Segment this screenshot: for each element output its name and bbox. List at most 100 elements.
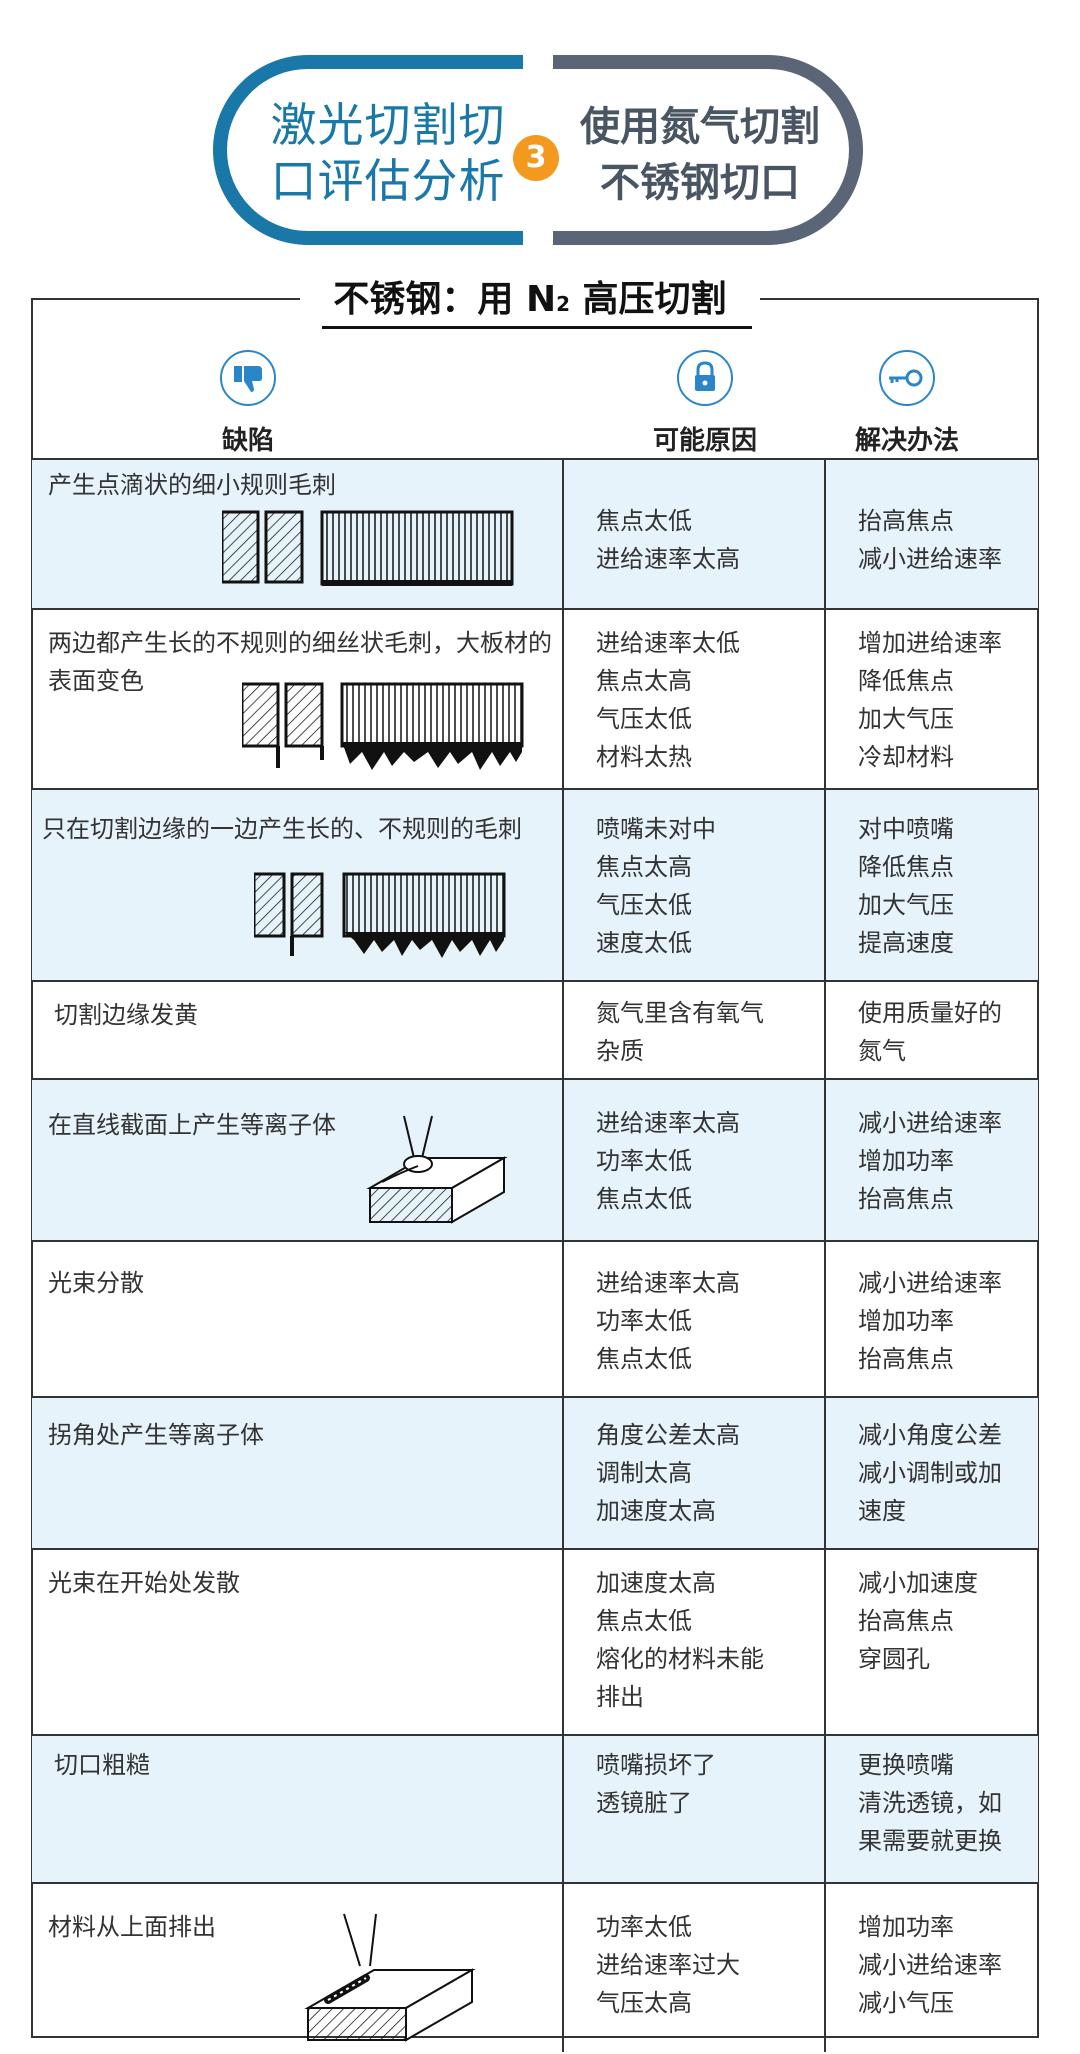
solutions-list: 使用质量好的 氮气	[858, 994, 1032, 1070]
table-row: 光束分散 进给速率太高 功率太低 焦点太低 减小进给速率 增加功率 抬高焦点	[32, 1240, 1038, 1396]
solutions-cell: 增加进给速率 降低焦点 加大气压 冷却材料	[824, 610, 1038, 788]
defect-cell: 光束在开始处发散	[32, 1550, 562, 1734]
table-title-prefix: 不锈钢：用 N	[333, 279, 557, 320]
header-title-right-line1: 使用氮气切割	[580, 104, 820, 150]
defect-cell: 光束分散	[32, 1242, 562, 1396]
cause-item: 焦点太高	[596, 853, 692, 881]
header-title-right: 使用氮气切割 不锈钢切口	[575, 99, 825, 211]
table-row: 材料从上面排出 功率太低 进给速率过大 气压太高 增加功率 减小进给速率	[32, 1882, 1038, 2052]
plasma-straight-cut-illustration	[366, 1115, 508, 1224]
defect-text: 拐角处产生等离子体	[48, 1421, 264, 1449]
header-title-left-line1: 激光切割切	[270, 98, 506, 152]
defect-text: 切割边缘发黄	[54, 1001, 198, 1029]
solutions-cell: 减小进给速率 增加功率 抬高焦点	[824, 1080, 1038, 1240]
header-right-frame	[553, 55, 863, 245]
solutions-cell: 减小进给速率 增加功率 抬高焦点	[824, 1242, 1038, 1396]
solutions-cell: 更换喷嘴 清洗透镜，如 果需要就更换	[824, 1736, 1038, 1882]
solution-item: 果需要就更换	[858, 1827, 1002, 1855]
cause-item: 焦点太高	[596, 667, 692, 695]
cause-item: 进给速率过大	[596, 1951, 740, 1979]
solution-item: 减小加速度	[858, 1569, 978, 1597]
cause-item: 气压太低	[596, 705, 692, 733]
causes-list: 氮气里含有氧气 杂质	[596, 994, 818, 1070]
solutions-list: 增加进给速率 降低焦点 加大气压 冷却材料	[858, 624, 1032, 776]
solution-item: 更换喷嘴	[858, 1751, 954, 1779]
causes-list: 功率太低 进给速率过大 气压太高	[596, 1908, 818, 2022]
cause-item: 排出	[596, 1683, 644, 1711]
defect-text: 材料从上面排出	[48, 1913, 216, 1941]
solution-item: 加大气压	[858, 705, 954, 733]
defect-cell: 产生点滴状的细小规则毛刺	[32, 460, 562, 608]
defect-text: 光束在开始处发散	[48, 1569, 240, 1597]
header-title-right-line2: 不锈钢切口	[600, 160, 800, 206]
solutions-list: 减小进给速率 增加功率 抬高焦点	[858, 1264, 1032, 1378]
solution-item: 增加功率	[858, 1307, 954, 1335]
table-title-underline	[322, 326, 752, 329]
defect-text: 光束分散	[48, 1269, 144, 1297]
header-banner: 激光切割切 口评估分析 3 使用氮气切割 不锈钢切口	[213, 55, 863, 245]
table-row: 光束在开始处发散 加速度太高 焦点太低 熔化的材料未能 排出 减小加速度 抬高焦…	[32, 1548, 1038, 1734]
solution-item: 对中喷嘴	[858, 815, 954, 843]
solution-item: 冷却材料	[858, 743, 954, 771]
causes-list: 角度公差太高 调制太高 加速度太高	[596, 1416, 818, 1530]
solutions-list: 更换喷嘴 清洗透镜，如 果需要就更换	[858, 1746, 1032, 1860]
solutions-list: 减小加速度 抬高焦点 穿圆孔	[858, 1564, 1032, 1678]
solution-item: 氮气	[858, 1037, 906, 1065]
solution-item: 提高速度	[858, 929, 954, 957]
solution-item: 抬高焦点	[858, 507, 954, 535]
causes-cell: 进给速率太高 功率太低 焦点太低	[562, 1242, 824, 1396]
causes-list: 加速度太高 焦点太低 熔化的材料未能 排出	[596, 1564, 818, 1716]
causes-cell: 氮气里含有氧气 杂质	[562, 982, 824, 1078]
cause-item: 气压太低	[596, 891, 692, 919]
thumbs-down-icon	[220, 350, 276, 406]
solution-item: 减小进给速率	[858, 1269, 1002, 1297]
solutions-cell: 减小加速度 抬高焦点 穿圆孔	[824, 1550, 1038, 1734]
cause-item: 杂质	[596, 1037, 644, 1065]
defect-cell: 在直线截面上产生等离子体	[32, 1080, 562, 1240]
table-row: 只在切割边缘的一边产生长的、不规则的毛刺 喷嘴未对中 焦点太高 气压太低 速度太…	[32, 788, 1038, 980]
cause-item: 速度太低	[596, 929, 692, 957]
cause-item: 调制太高	[596, 1459, 692, 1487]
cause-item: 功率太低	[596, 1307, 692, 1335]
causes-cell: 进给速率太高 功率太低 焦点太低	[562, 1080, 824, 1240]
causes-cell: 加速度太高 焦点太低 熔化的材料未能 排出	[562, 1550, 824, 1734]
cause-item: 氮气里含有氧气	[596, 999, 764, 1027]
lock-icon	[677, 350, 733, 406]
defect-text: 只在切割边缘的一边产生长的、不规则的毛刺	[42, 815, 522, 843]
cause-item: 加速度太高	[596, 1569, 716, 1597]
solution-item: 减小角度公差	[858, 1421, 1002, 1449]
table-row: 切口粗糙 喷嘴损坏了 透镜脏了 更换喷嘴 清洗透镜，如 果需要就更换	[32, 1734, 1038, 1882]
table-title-suffix: 高压切割	[570, 279, 727, 320]
cause-item: 喷嘴未对中	[596, 815, 716, 843]
solution-item: 减小进给速率	[858, 545, 1002, 573]
defect-cell: 两边都产生长的不规则的细丝状毛刺，大板材的表面变色	[32, 610, 562, 788]
material-ejected-top-illustration	[304, 1913, 476, 2042]
cause-item: 进给速率太低	[596, 629, 740, 657]
causes-cell: 角度公差太高 调制太高 加速度太高	[562, 1398, 824, 1548]
solution-item: 增加功率	[858, 1147, 954, 1175]
solution-item: 减小调制或加	[858, 1459, 1002, 1487]
cause-item: 熔化的材料未能	[596, 1645, 764, 1673]
defect-cell: 只在切割边缘的一边产生长的、不规则的毛刺	[32, 790, 562, 980]
causes-cell: 喷嘴未对中 焦点太高 气压太低 速度太低	[562, 790, 824, 980]
cause-item: 焦点太低	[596, 1345, 692, 1373]
cause-item: 进给速率太高	[596, 545, 740, 573]
causes-list: 进给速率太高 功率太低 焦点太低	[596, 1104, 818, 1218]
solutions-cell: 抬高焦点 减小进给速率	[824, 460, 1038, 608]
solution-item: 增加功率	[858, 1913, 954, 1941]
solution-item: 抬高焦点	[858, 1607, 954, 1635]
solution-item: 抬高焦点	[858, 1345, 954, 1373]
solutions-list: 减小进给速率 增加功率 抬高焦点	[858, 1104, 1032, 1218]
solution-item: 使用质量好的	[858, 999, 1002, 1027]
table-title-subscript: 2	[556, 292, 571, 316]
burr-one-side-illustration	[254, 872, 506, 958]
cause-item: 进给速率太高	[596, 1269, 740, 1297]
defect-cell: 切割边缘发黄	[32, 982, 562, 1078]
column-header-solutions: 解决办法	[842, 350, 972, 457]
table-row: 拐角处产生等离子体 角度公差太高 调制太高 加速度太高 减小角度公差 减小调制或…	[32, 1396, 1038, 1548]
defect-cell: 拐角处产生等离子体	[32, 1398, 562, 1548]
defect-text: 产生点滴状的细小规则毛刺	[48, 471, 336, 499]
key-icon	[879, 350, 935, 406]
table-row: 切割边缘发黄 氮气里含有氧气 杂质 使用质量好的 氮气	[32, 980, 1038, 1078]
header-title-left-line2: 口评估分析	[270, 154, 506, 208]
